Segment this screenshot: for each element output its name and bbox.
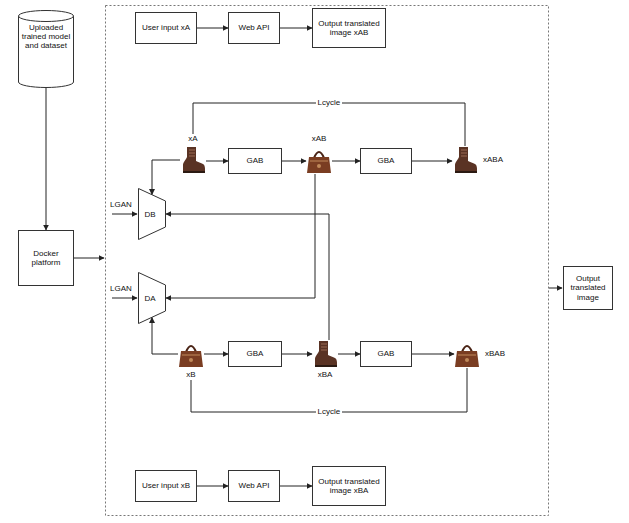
image-label: xBAB [485, 349, 505, 359]
node-label: Web API [239, 481, 270, 490]
loss-label: LGAN [110, 284, 132, 294]
process-box: Docker platform [18, 230, 74, 286]
boot-illustration [452, 146, 478, 174]
node-label: User input xA [142, 23, 190, 32]
illustration-part [465, 358, 469, 362]
loss-leader [112, 298, 137, 299]
trapezoid-shape [139, 189, 166, 240]
flow-arrow [197, 486, 228, 487]
trapezoid-shape [139, 273, 166, 324]
flow-arrow [332, 161, 360, 162]
flow-arrow [280, 28, 312, 29]
image-label: xAB [312, 134, 327, 144]
flow-arrow [282, 354, 312, 355]
image-label: xB [186, 370, 195, 380]
illustration-part [315, 341, 337, 365]
node-label: User input xB [142, 481, 190, 490]
flow-arrow [412, 354, 454, 355]
discriminator-trapezoid: DB [138, 188, 166, 240]
node-label: DB [144, 210, 155, 219]
illustration-part [317, 164, 321, 168]
illustration-part [189, 358, 193, 362]
handbag-illustration [178, 340, 204, 368]
illustration-part [182, 355, 200, 356]
illustration-part [183, 147, 205, 171]
flow-arrow [204, 354, 228, 355]
generator-box: GBA [228, 341, 282, 367]
flow-arrow [282, 161, 306, 162]
node-label: DA [144, 294, 155, 303]
node-label: Output translated image [567, 274, 609, 302]
image-node: xAB [306, 134, 332, 174]
node-label: GAB [247, 156, 264, 165]
illustration-part [455, 351, 479, 367]
illustration-part [461, 150, 467, 156]
loss-label: Lcycle [316, 98, 343, 108]
node-label: Output translated image xAB [316, 19, 382, 37]
flow-arrow [206, 161, 228, 162]
boot-illustration [180, 146, 206, 174]
flow-arrow [166, 174, 315, 298]
illustration-part [307, 157, 331, 173]
loss-label: Lcycle [316, 407, 343, 417]
loss-label: LGAN [110, 200, 132, 210]
output-box: Output translated image xAB [312, 8, 386, 48]
flow-arrow [412, 161, 452, 162]
flow-arrow [152, 160, 180, 195]
discriminator-trapezoid: DA [138, 272, 166, 324]
image-node: xABA [452, 146, 503, 174]
generator-box: GAB [228, 148, 282, 174]
flow-arrow [280, 486, 312, 487]
process-box: Web API [228, 470, 280, 502]
cylinder-top [19, 11, 74, 22]
generator-box: GBA [360, 148, 412, 174]
flow-arrow [46, 88, 47, 230]
flow-arrow [197, 28, 228, 29]
flow-arrow [166, 214, 329, 340]
output-box: Output translated image [563, 266, 613, 310]
image-label: xA [188, 134, 197, 144]
input-box: User input xA [135, 12, 197, 44]
node-label: GAB [378, 349, 395, 358]
cycle-bracket [191, 368, 467, 412]
node-label: Web API [239, 23, 270, 32]
flow-arrow [152, 318, 178, 355]
output-arrow [549, 288, 562, 289]
input-box: User input xB [135, 470, 197, 502]
illustration-part [310, 161, 328, 162]
node-label: Uploaded trained model and dataset [21, 23, 71, 51]
node-label: Docker platform [22, 249, 70, 267]
cylinder-body [19, 16, 74, 88]
illustration-part [458, 355, 476, 356]
node-label: Output translated image xBA [316, 477, 382, 495]
boot-illustration [312, 340, 338, 368]
system-boundary [106, 6, 549, 516]
flow-arrow [338, 354, 360, 355]
illustration-part [189, 150, 195, 156]
process-box: Web API [228, 12, 280, 44]
illustration-part [455, 147, 477, 171]
output-box: Output translated image xBA [312, 466, 386, 506]
illustration-part [315, 365, 337, 367]
image-label: xBA [318, 370, 333, 380]
node-label: GBA [378, 156, 395, 165]
cycle-bracket [193, 103, 465, 146]
handbag-illustration [306, 146, 332, 174]
illustration-part [179, 351, 203, 367]
image-node: xB [178, 340, 204, 380]
image-node: xBAB [454, 340, 505, 368]
image-node: xBA [312, 340, 338, 380]
illustration-part [183, 171, 205, 173]
loss-leader [112, 214, 137, 215]
generator-box: GAB [360, 341, 412, 367]
deploy-arrow [74, 258, 104, 259]
illustration-part [455, 171, 477, 173]
image-label: xABA [483, 155, 503, 165]
storage-cylinder: Uploaded trained model and dataset [18, 10, 74, 88]
handbag-illustration [454, 340, 480, 368]
node-label: GBA [247, 349, 264, 358]
image-node: xA [180, 134, 206, 174]
illustration-part [321, 344, 327, 350]
